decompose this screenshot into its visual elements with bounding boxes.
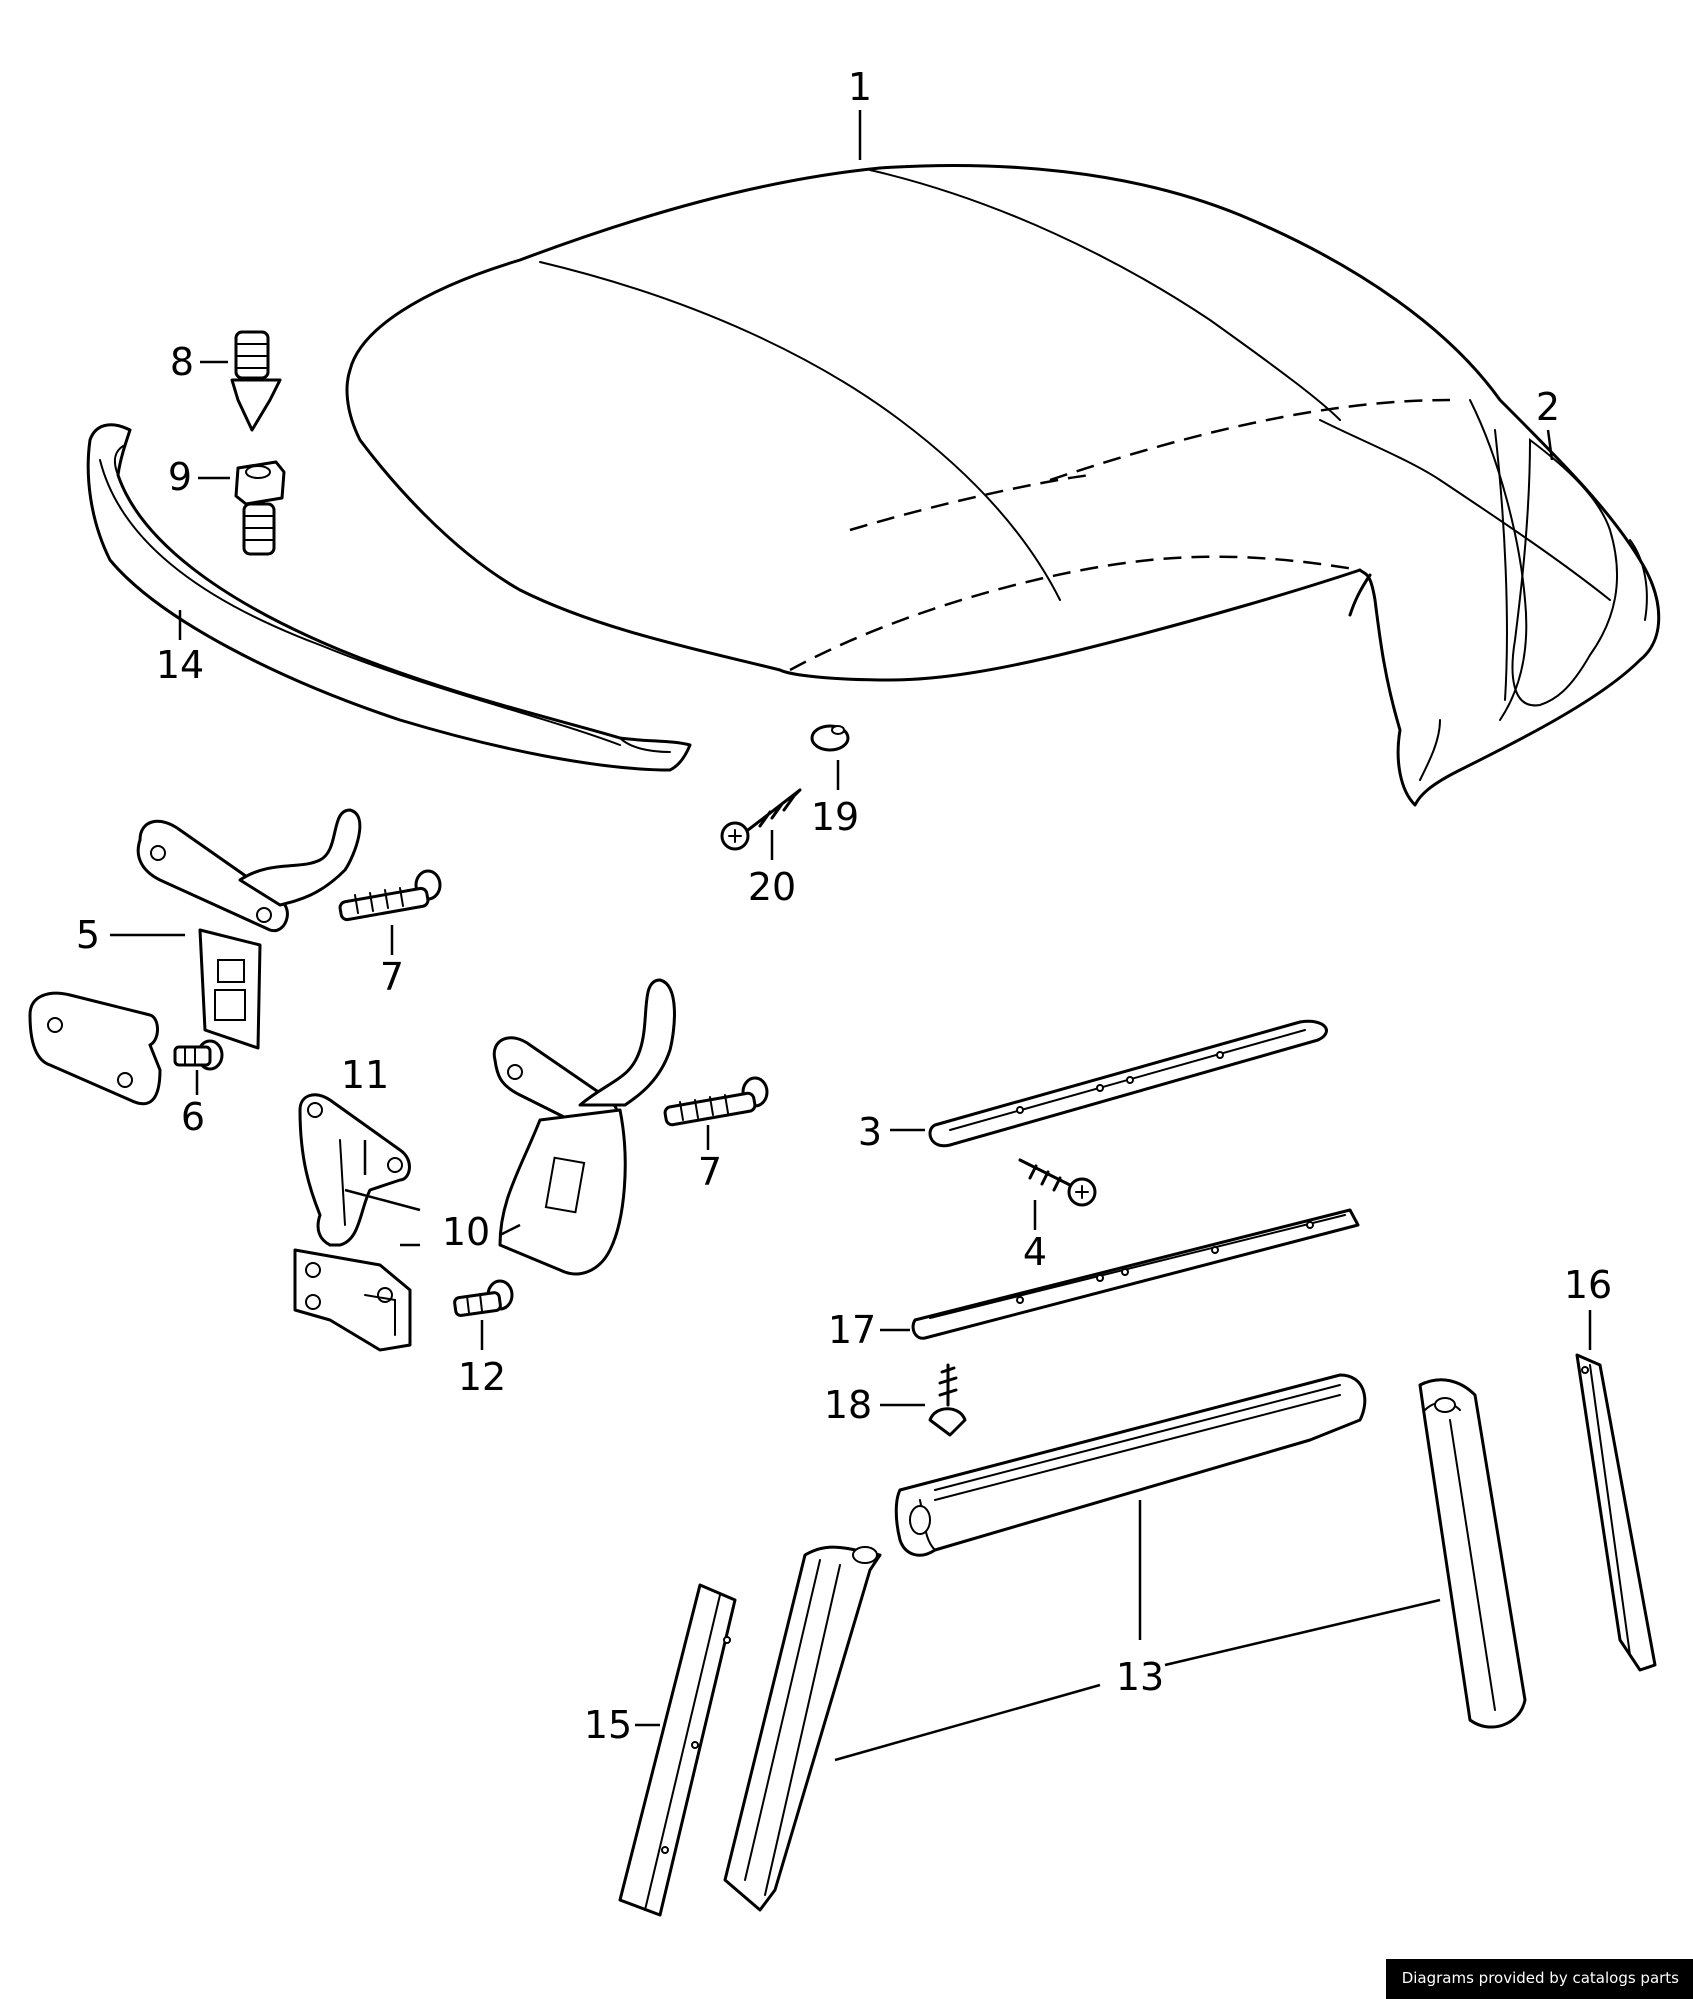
callout-11: 11 — [341, 1053, 389, 1097]
latch-right — [492, 978, 676, 1276]
bracket-11 — [298, 1093, 411, 1247]
front-rail — [86, 423, 692, 772]
callout-3: 3 — [858, 1110, 882, 1154]
seal-13-left-pillar — [723, 1545, 882, 1912]
screw-6 — [173, 1039, 224, 1071]
callout-9: 9 — [168, 455, 192, 499]
callout-18: 18 — [824, 1383, 872, 1427]
callout-12: 12 — [458, 1355, 506, 1399]
strip-16 — [1575, 1353, 1657, 1672]
callout-4: 4 — [1023, 1230, 1047, 1274]
callout-7b: 7 — [698, 1150, 722, 1194]
bracket-10-lower — [293, 1248, 412, 1352]
seal-13-horizontal — [894, 1373, 1367, 1557]
rail-17 — [911, 1208, 1360, 1340]
screw-4 — [1018, 1158, 1097, 1207]
callout-6: 6 — [181, 1095, 205, 1139]
callout-5: 5 — [76, 913, 100, 957]
callout-1: 1 — [848, 65, 872, 109]
adjusting-screw — [234, 460, 286, 556]
latch-left — [28, 808, 362, 1106]
long-screw-lower — [663, 1076, 769, 1127]
callout-7a: 7 — [380, 955, 404, 999]
callout-13: 13 — [1116, 1655, 1164, 1699]
screw-18 — [928, 1363, 967, 1437]
screw-12 — [453, 1279, 514, 1317]
callout-2: 2 — [1536, 385, 1560, 429]
callout-10: 10 — [442, 1210, 490, 1254]
callout-16: 16 — [1564, 1263, 1612, 1307]
strip-15 — [618, 1583, 737, 1917]
leader-lines — [110, 110, 1592, 1762]
callout-8: 8 — [170, 340, 194, 384]
trim-strip-3 — [928, 1019, 1328, 1148]
trim-clip — [810, 724, 850, 752]
callout-15: 15 — [584, 1703, 632, 1747]
diagram-credit-badge: Diagrams provided by catalogs parts — [1385, 1959, 1693, 1999]
hardtop-shell — [345, 163, 1661, 807]
callout-14: 14 — [156, 643, 204, 687]
callout-labels: 1 2 3 4 5 6 7 7 8 9 10 11 12 13 14 15 16… — [76, 65, 1612, 1747]
long-screw-upper — [338, 869, 442, 922]
locating-pin — [230, 330, 282, 432]
callout-19: 19 — [811, 795, 859, 839]
tapping-screw-20 — [720, 788, 802, 851]
callout-17: 17 — [828, 1308, 876, 1352]
seal-13-right-pillar — [1418, 1378, 1527, 1729]
callout-20: 20 — [748, 865, 796, 909]
